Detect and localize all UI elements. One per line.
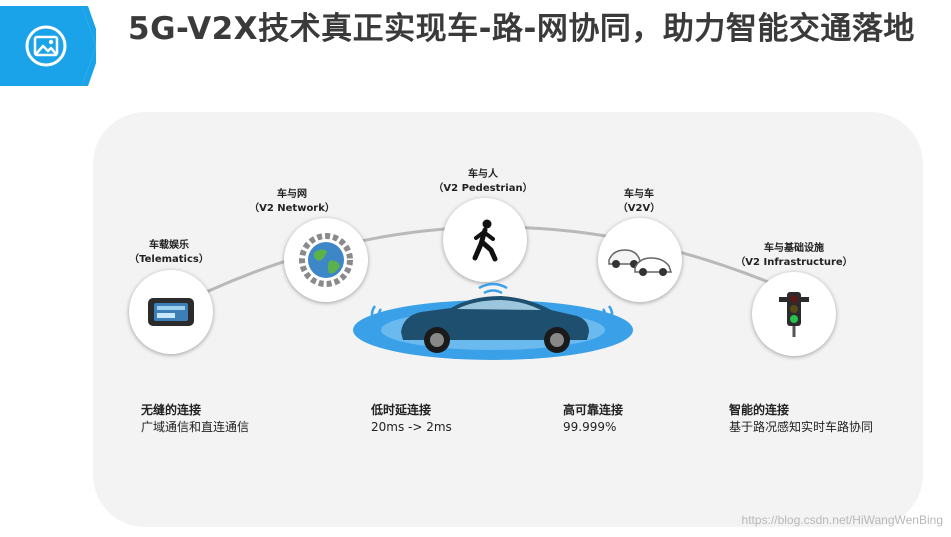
diagram-panel: 车载娱乐 （Telematics） 车与网 （V2 Network） 车与人 （… [93,112,923,527]
node-label-telematics: 车载娱乐 （Telematics） [99,239,239,267]
node-en-telematics: （Telematics） [129,254,209,265]
feature-seamless-desc: 广域通信和直连通信 [141,420,250,434]
page-title: 5G-V2X技术真正实现车-路-网协同，助力智能交通落地 [128,11,915,47]
globe-gear-icon [299,233,353,287]
node-pedestrian[interactable] [443,198,527,282]
feature-reliable-desc: 99.999% [563,420,617,434]
node-label-v2v: 车与车 （V2V） [569,188,709,216]
feature-reliable-title: 高可靠连接 [563,403,624,417]
node-en-pedestrian: （V2 Pedestrian） [433,183,533,194]
feature-seamless-title: 无缝的连接 [141,403,202,417]
feature-seamless: 无缝的连接 广域通信和直连通信 [141,402,249,436]
feature-reliable: 高可靠连接 99.999% [563,402,623,436]
feature-intelligent: 智能的连接 基于路况感知实时车路协同 [729,402,873,436]
image-icon [25,25,67,67]
feature-low-latency-title: 低时延连接 [371,403,432,417]
feature-low-latency: 低时延连接 20ms -> 2ms [371,402,452,436]
node-en-infrastructure: （V2 Infrastructure） [735,257,853,268]
traffic-light-icon [779,292,809,337]
node-cn-v2v: 车与车 [624,189,654,200]
node-label-infrastructure: 车与基础设施 （V2 Infrastructure） [724,242,864,270]
node-cn-pedestrian: 车与人 [468,169,498,180]
two-cars-icon [608,249,673,276]
feature-low-latency-desc: 20ms -> 2ms [371,420,452,434]
feature-intelligent-title: 智能的连接 [729,403,790,417]
watermark: https://blog.csdn.net/HiWangWenBing [741,513,943,527]
header-banner [0,6,96,86]
node-en-v2v: （V2V） [617,203,661,214]
feature-intelligent-desc: 基于路况感知实时车路协同 [729,420,874,434]
connected-car-icon [353,282,633,360]
node-en-network: （V2 Network） [249,203,335,214]
banner-shape [0,6,96,86]
node-cn-network: 车与网 [277,189,307,200]
node-label-pedestrian: 车与人 （V2 Pedestrian） [413,168,553,196]
car-display-icon [148,298,194,326]
node-cn-telematics: 车载娱乐 [149,240,189,251]
node-network[interactable] [284,218,368,302]
walking-person-icon [472,219,498,262]
node-infrastructure[interactable] [752,272,836,356]
node-cn-infrastructure: 车与基础设施 [764,243,824,254]
node-v2v[interactable] [598,218,682,302]
node-label-network: 车与网 （V2 Network） [222,188,362,216]
node-telematics[interactable] [129,270,213,354]
